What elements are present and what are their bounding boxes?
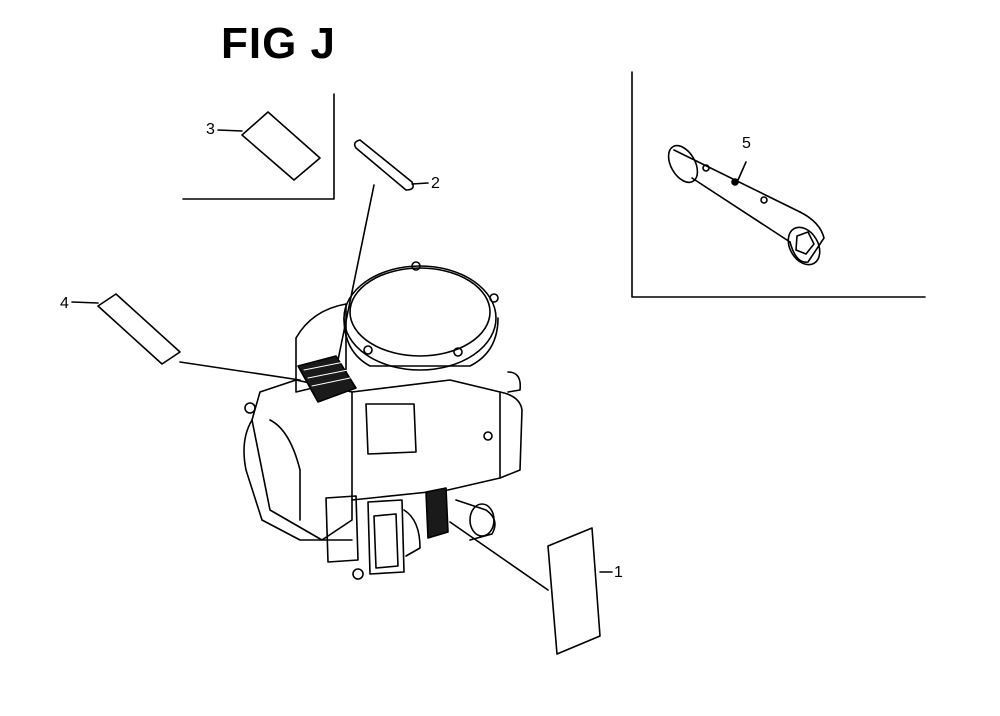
part-3-label-sheet	[241, 111, 321, 181]
inset-frame-right	[631, 71, 926, 298]
callout-4: 4	[60, 295, 69, 312]
callout-2: 2	[431, 175, 440, 192]
part-1-leader-to-engine	[449, 521, 549, 591]
figure-title: FIG J	[221, 19, 337, 68]
engine-assembly	[243, 261, 523, 580]
part-2-label-strip	[353, 139, 414, 191]
part-2-leader	[411, 182, 429, 185]
part-1-label-plate	[547, 527, 601, 655]
grill-top	[297, 355, 357, 403]
part-4-leader	[71, 301, 99, 304]
vent-side	[425, 487, 449, 539]
part-2-leader-to-engine	[337, 184, 375, 361]
callout-3: 3	[206, 121, 215, 138]
inset-frame-left	[182, 93, 335, 200]
callout-5: 5	[742, 135, 751, 152]
part-4-label-strip	[97, 293, 181, 365]
part-4-leader-to-engine	[179, 361, 301, 381]
callout-1: 1	[614, 564, 623, 581]
part-3-leader	[217, 129, 243, 132]
part-5-box-wrench	[667, 144, 825, 266]
